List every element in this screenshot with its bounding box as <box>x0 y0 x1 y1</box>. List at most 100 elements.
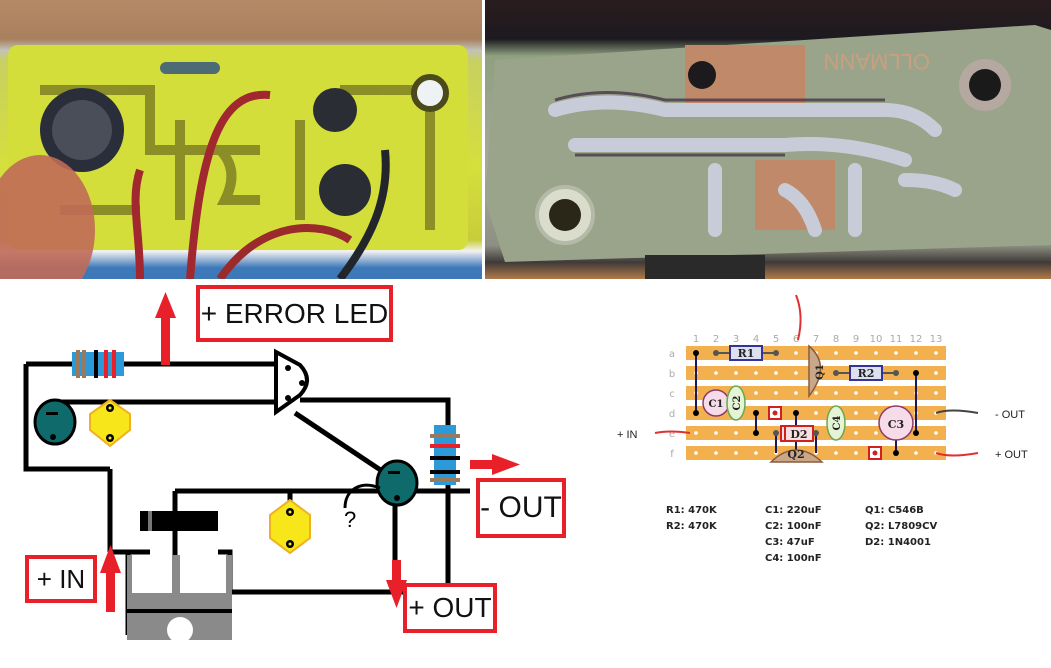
wiring-diagram-svg: ? <box>23 292 520 643</box>
hole <box>714 431 718 435</box>
hole <box>794 371 798 375</box>
q1-label: Q1 <box>815 364 826 380</box>
hole <box>734 431 738 435</box>
hole <box>854 451 858 455</box>
link-endpoints <box>693 350 919 456</box>
hole <box>694 431 698 435</box>
diode-d2 <box>140 511 218 531</box>
column-label: 13 <box>930 334 943 345</box>
pcb-bottom-photo: OLLMANN <box>485 0 1051 279</box>
electrolytic-capacitor-c3 <box>375 459 419 507</box>
error-led-text: + ERROR LED <box>200 297 389 329</box>
red-wire <box>131 168 144 279</box>
minus-out-wire <box>935 409 979 414</box>
pcb-top-illustration <box>0 45 468 279</box>
bom-entry: R1: 470K <box>666 505 717 516</box>
plus-out-label: + OUT <box>403 583 497 633</box>
column-label: 12 <box>910 334 923 345</box>
track-cuts <box>768 406 882 460</box>
hole <box>914 451 918 455</box>
finger <box>0 155 95 279</box>
bom-entry: Q1: C546B <box>865 505 924 516</box>
ceramic-capacitor-c2 <box>89 398 131 448</box>
plus-in-wire <box>654 430 691 434</box>
hole <box>694 451 698 455</box>
hole <box>934 351 938 355</box>
capacitor-c3: C3 <box>878 405 914 441</box>
hole <box>894 351 898 355</box>
red-wire <box>186 90 271 279</box>
resistor <box>160 62 220 74</box>
hole <box>934 371 938 375</box>
hole <box>854 391 858 395</box>
capacitor-c1: C1 <box>702 389 730 417</box>
c4-label: C4 <box>832 416 843 431</box>
d2-label: D2 <box>790 428 807 441</box>
electrolytic-capacitor-c1 <box>33 398 77 446</box>
regulator-tab <box>645 255 765 279</box>
diode-d2: D2 <box>773 425 819 442</box>
c3-label: C3 <box>888 418 904 431</box>
hole <box>734 451 738 455</box>
capacitor-small <box>313 88 357 132</box>
column-label: 8 <box>833 334 839 345</box>
hole <box>814 411 818 415</box>
capacitor-c4: C4 <box>826 405 846 441</box>
hole <box>774 391 778 395</box>
hole <box>714 451 718 455</box>
error-led-arrow <box>155 292 176 365</box>
pcb-bottom-illustration: OLLMANN <box>485 25 1051 279</box>
hole <box>854 351 858 355</box>
column-label: 3 <box>733 334 739 345</box>
bom-entry: D2: 1N4001 <box>865 537 931 548</box>
hole <box>914 351 918 355</box>
hole <box>874 391 878 395</box>
c2-label: C2 <box>732 396 743 411</box>
r1-label: R1 <box>738 347 755 360</box>
mounting-hole <box>549 199 581 231</box>
mounting-hole <box>969 69 1001 101</box>
bom-entry: R2: 470K <box>666 521 717 532</box>
resistor-r2 <box>430 425 460 485</box>
plus-in-label: + IN <box>617 429 638 441</box>
error-led-wire <box>795 294 802 341</box>
ceramic-capacitor-c4 <box>269 498 311 555</box>
hole <box>754 371 758 375</box>
plus-in-text: + IN <box>36 563 86 594</box>
row-label: e <box>669 429 675 440</box>
transistor-q1 <box>274 348 309 416</box>
capacitor-top <box>52 100 112 160</box>
plus-in-arrow <box>100 545 121 612</box>
wiring-diagram: ? + ERROR LED - OUT + IN + OUT <box>0 280 600 663</box>
r2-label: R2 <box>858 367 875 380</box>
transistor-q1: Q1 <box>808 344 826 399</box>
hole <box>934 431 938 435</box>
minus-out-text: - OUT <box>480 491 562 524</box>
row-label: b <box>669 369 675 380</box>
bom-resistors: R1: 470K R2: 470K <box>666 503 717 535</box>
column-label: 7 <box>813 334 819 345</box>
row-label: a <box>669 349 675 360</box>
hole <box>754 451 758 455</box>
regulator-q2: Q2 <box>769 448 824 463</box>
hole <box>854 431 858 435</box>
column-label: 11 <box>890 334 903 345</box>
hole <box>774 371 778 375</box>
column-label: 9 <box>853 334 859 345</box>
bom-entry: C4: 100nF <box>765 553 822 564</box>
row-label: f <box>670 449 674 460</box>
hole <box>874 431 878 435</box>
silkscreen-text: OLLMANN <box>824 49 930 74</box>
hole <box>834 451 838 455</box>
minus-out-label: - OUT <box>995 409 1025 421</box>
bom-entry: C2: 100nF <box>765 521 822 532</box>
hole <box>834 351 838 355</box>
column-label: 6 <box>793 334 799 345</box>
plus-in-label: + IN <box>25 555 97 603</box>
row-label: c <box>669 389 675 400</box>
